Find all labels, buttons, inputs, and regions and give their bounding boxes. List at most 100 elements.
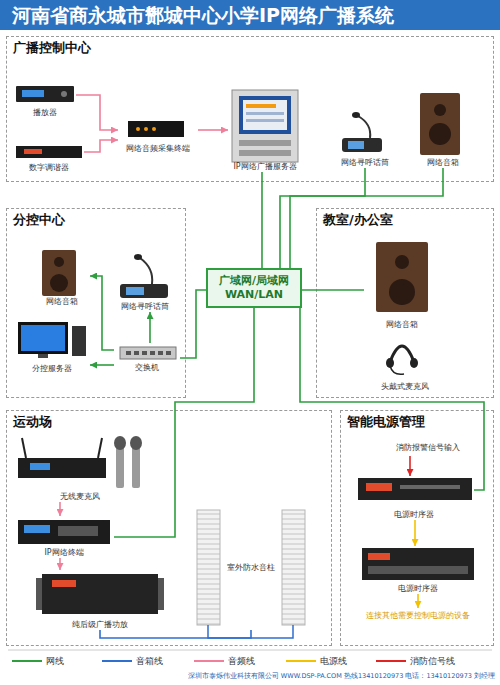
rack-handle xyxy=(158,578,164,610)
speaker-cabinet xyxy=(376,242,428,312)
device-led xyxy=(136,127,140,131)
legend-line xyxy=(194,660,224,662)
device-display xyxy=(30,463,50,470)
device-box: 连接其他需要控制电源的设备 xyxy=(350,608,486,624)
device-label: 消防报警信号输入 xyxy=(396,443,460,453)
handheld-mic xyxy=(132,446,140,488)
device-label: IP网络广播服务器 xyxy=(233,162,296,172)
legend-line xyxy=(376,660,406,662)
screen-bar xyxy=(246,119,284,122)
speaker-driver xyxy=(434,104,446,116)
connector-line xyxy=(59,558,61,570)
device-label: 网络寻呼话筒 xyxy=(341,158,389,168)
legend-line xyxy=(286,660,316,662)
connector-line xyxy=(290,168,443,268)
section-box: 智能电源管理消防报警信号输入电源时序器电源时序器连接其他需要控制电源的设备 xyxy=(340,410,494,646)
speaker-driver xyxy=(50,274,68,292)
legend-item: 网线 xyxy=(12,655,64,667)
legend-text: 电源线 xyxy=(320,655,347,668)
switch-port xyxy=(166,351,171,355)
device-box: 网络音箱 xyxy=(364,238,440,330)
column-speaker xyxy=(282,510,305,625)
column-speaker xyxy=(197,510,220,625)
device-box: 电源时序器 xyxy=(358,546,478,594)
section-box: 广播控制中心播放器数字调谐器网络音频采集终端IP网络广播服务器网络寻呼话筒网络音… xyxy=(6,36,494,182)
antenna xyxy=(22,438,26,458)
screen-bar xyxy=(246,104,276,108)
switch-port xyxy=(150,351,155,355)
speaker-wire xyxy=(208,625,293,638)
connector-line xyxy=(280,168,365,268)
player-device xyxy=(16,86,74,102)
connector-line xyxy=(90,364,114,366)
device-label: 纯后级广播功放 xyxy=(72,620,128,630)
section-box: 分控中心网络音箱网络寻呼话筒分控服务器交换机 xyxy=(6,208,186,398)
server-screen xyxy=(239,96,291,134)
legend-item: 电源线 xyxy=(286,655,347,667)
section-box: 运动场无线麦克风 IP网络终端纯后级广播功放 室外防水音柱 xyxy=(6,410,332,646)
section-heading: 智能电源管理 xyxy=(347,414,425,430)
mic-head xyxy=(130,436,142,450)
device-label: 交换机 xyxy=(135,363,159,373)
headset-band xyxy=(390,346,414,362)
device-label: 网络音箱 xyxy=(386,320,418,330)
device-box: 网络音箱 xyxy=(34,245,90,307)
mic-base xyxy=(342,138,382,152)
legend-text: 音箱线 xyxy=(136,655,163,668)
device-label: 头戴式麦克风 xyxy=(381,382,429,392)
screen-bar xyxy=(246,112,284,115)
legend-text: 音频线 xyxy=(228,655,255,668)
device-box: 头戴式麦克风 xyxy=(360,332,450,392)
pc-tower xyxy=(72,326,86,356)
device-box: 消防报警信号输入 xyxy=(378,440,478,456)
device-box: 纯后级广播功放 xyxy=(36,570,164,630)
device-label: 室外防水音柱 xyxy=(227,563,275,573)
switch-port xyxy=(134,351,139,355)
device-box: 电源时序器 xyxy=(354,476,474,520)
connector-line xyxy=(417,594,419,608)
mic-screen xyxy=(348,141,364,149)
connector-line xyxy=(261,172,263,268)
speaker-cabinet xyxy=(42,250,76,296)
connector-line xyxy=(114,308,254,537)
mic-head xyxy=(352,112,360,118)
legend-rule xyxy=(8,650,492,651)
device-box: 网络音箱 xyxy=(412,90,474,168)
connector-line xyxy=(84,140,118,152)
device-label: 连接其他需要控制电源的设备 xyxy=(366,611,470,621)
device-led xyxy=(152,127,156,131)
device-display xyxy=(52,580,76,587)
device-box: 分控服务器 xyxy=(14,318,90,374)
device-box: IP网络广播服务器 xyxy=(228,88,302,172)
device-box: 网络寻呼话筒 xyxy=(332,112,398,168)
speaker-driver xyxy=(429,123,451,145)
mic-neck xyxy=(358,116,370,138)
switch-device xyxy=(120,347,176,359)
section-heading: 运动场 xyxy=(13,414,52,430)
legend-item: 音频线 xyxy=(194,655,255,667)
hub-label: 广域网/局域网 WAN/LAN xyxy=(210,274,298,302)
mic-head xyxy=(114,436,126,450)
tuner-device xyxy=(16,146,82,158)
antenna xyxy=(98,438,102,458)
amplifier-device xyxy=(42,574,158,614)
device-label: 无线麦克风 xyxy=(60,492,100,502)
device-box: 播放器 xyxy=(14,82,76,118)
legend-item: 消防信号线 xyxy=(376,655,455,667)
monitor xyxy=(18,322,68,354)
network-hub-box: 广域网/局域网 WAN/LAN xyxy=(206,268,302,308)
keypad xyxy=(58,526,98,536)
connector-line xyxy=(59,502,61,516)
rack-slot xyxy=(239,150,291,156)
device-label: 电源时序器 xyxy=(394,510,434,520)
device-knob xyxy=(61,91,67,97)
connector-line xyxy=(300,308,484,490)
device-label: 网络音箱 xyxy=(427,158,459,168)
rack-handle xyxy=(36,578,42,610)
connector-line xyxy=(198,129,228,131)
device-box: IP网络终端 xyxy=(14,516,114,558)
switch-port xyxy=(142,351,147,355)
